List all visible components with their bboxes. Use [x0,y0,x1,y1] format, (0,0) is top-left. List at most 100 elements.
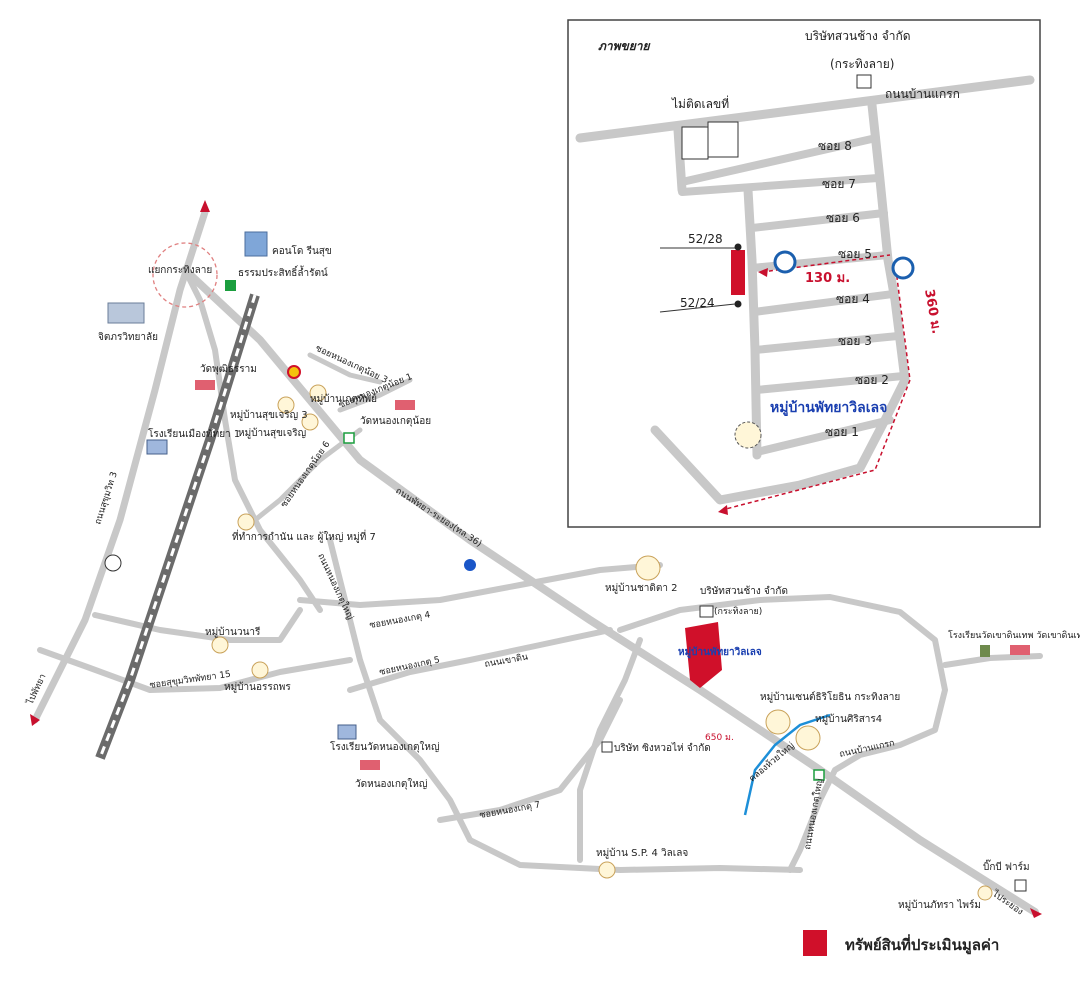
road-soi-nongket-noi-6 [252,427,363,523]
moo-siriyothin-icon [765,709,791,735]
inset-house-b: 52/24 [680,296,715,310]
inset-title: ภาพขยาย [598,39,651,53]
label-suan-chang: บริษัทสวนช้าง จำกัด [700,585,788,597]
moo-sp4-icon [598,861,616,879]
inset-soi-4-label: ซอย 4 [836,292,870,306]
label-moo-siriyothin: หมู่บ้านเซนต์ธิริโยธิน กระทิงลาย [760,690,900,703]
inset-turn-marker-1 [773,250,797,274]
moo-kethip-icon [309,384,327,402]
label-moo-aorathorn: หมู่บ้านอรรถพร [224,681,291,693]
inset-road-ban-krok [575,75,1035,143]
legend-property-label: ทรัพย์สินที่ประเมินมูลค่า [845,934,999,955]
wat-nongket-noi-icon [395,400,415,410]
road-pattaya-rayong [181,266,1039,916]
label-soi-nongket4: ซอยหนองเกตุ 4 [369,610,432,631]
temple-khao-din-icon [1010,645,1030,655]
seven-eleven-icon-2 [813,769,825,781]
road-sw-branch [182,267,323,613]
label-road-nongket-yai-2: ถนนหนองเกตุใหญ่ [802,777,825,850]
inset-distance-130: 130 ม. [805,271,850,286]
label-moo-pattaya-ville: หมู่บ้านพัทยาวิลเลจ [678,646,762,659]
inset-village-label: หมู่บ้านพัทยาวิลเลจ [770,400,887,416]
label-soi-nongket7: ซอยหนองเกตุ 7 [479,800,541,821]
arrow-north-marker [200,200,210,212]
moo-aorathorn-icon [251,661,269,679]
label-school-wat-khao: โรงเรียนวัดเขาดินเทพ วัดเขาดินเทพ [948,630,1080,641]
label-canal: คลองห้วยใหญ่ [747,740,797,784]
condo-icon [244,231,268,257]
moo-sirisap-icon [795,725,821,751]
big-c-farm-icon [1014,879,1027,892]
inset-soi-6-label: ซอย 6 [826,211,860,225]
road-nongket-yai [327,537,803,873]
label-moo-sirisap4: หมู่บ้านศิริสาร4 [815,713,882,725]
shell-station-icon [287,365,301,379]
arrow-southwest-marker [30,714,40,726]
seven-eleven-icon-1 [343,432,355,444]
road-soi-sukhumvit-15 [37,647,353,693]
label-moo-pattaya-farm: หมู่บ้านภัทรา ไพร์ม [898,899,981,911]
road-khao-din [577,637,643,863]
label-college: จิตภรวิทยาลัย [98,332,158,343]
school-pattaya1-icon [146,439,168,455]
label-company-singhaowai: บริษัท ซิงหวอไห่ จำกัด [614,742,711,754]
label-moo-sukcharoen: หมู่บ้านสุขเจริญ [238,427,306,439]
legend: ทรัพย์สินที่ประเมินมูลค่า [803,930,999,956]
legend-property-swatch [803,930,827,956]
arrow-southeast-marker [1030,908,1042,918]
label-road-ban-krok: ถนนบ้านแกรก [838,737,895,759]
inset-soi-5-label: ซอย 5 [838,247,872,261]
inset-company-icon [856,74,872,89]
inset-road-ban-krok-label: ถนนบ้านแกรก [885,87,960,101]
route-endpoint-markers [30,200,1042,918]
road-soi-nongket-4 [297,562,663,608]
moo-sukcharoen3-icon [277,396,295,414]
canal-huai-yai [743,713,831,816]
moo-sukcharoen-icon [301,413,319,431]
mazda-icon [104,554,122,572]
label-kamnan-office: ที่ทำการกำนัน และ ผู้ใหญ่ หมู่ที่ 7 [232,529,376,543]
moo-chadida-icon [635,555,661,581]
inset-enlarged-view: ภาพขยาย บริษัทสวนช้าง จำกัด (กระทิงลาย) … [567,19,1041,528]
main-road-network [31,208,1043,916]
singhaowai-icon [601,741,613,753]
college-icon [107,302,145,324]
kamnan-office-icon [237,513,255,531]
label-distance-650: 650 ม. [705,733,734,743]
road-ban-krok-loop [617,594,948,873]
road-sukhumvit-3 [31,208,209,724]
inset-house-a: 52/28 [688,232,723,246]
inset-village-icon [734,421,762,449]
inset-property-marker [731,250,745,295]
inset-house-b-dot [734,300,742,308]
inset-soi-2 [752,372,907,394]
inset-route-360 [721,261,911,511]
inset-house-a-dot [734,243,742,251]
label-moo-sukcharoen3: หมู่บ้านสุขเจริญ 3 [230,409,308,421]
label-sukhumvit3: ถนนสุขุมวิท 3 [92,470,119,526]
inset-soi-6a [748,209,888,232]
label-kaengkrating: แยกกระทิงลาย [148,265,212,276]
label-moo-chadida2: หมู่บ้านชาดิตา 2 [605,582,678,594]
railway-line [95,293,260,760]
label-condo: คอนโด รีนสุข [272,244,332,257]
inset-soi-7 [678,174,882,196]
label-kaengkrating-paren: (กระทิงลาย) [714,606,762,617]
inset-soi-1-label: ซอย 1 [825,425,859,439]
inset-plot-a [681,126,709,160]
label-dhamma: ธรรมประสิทธิ์ล้ำรัตน์ [238,265,328,279]
inset-company: บริษัทสวนช้าง จำกัด [805,29,911,43]
property-marker-main [685,622,722,688]
map-icons [104,231,1030,901]
road-east-temple [942,653,1043,668]
inset-soi-8-label: ซอย 8 [818,139,852,153]
inset-plot-b [707,121,739,158]
inset-road-main-east [867,100,910,385]
inset-frame [567,19,1041,528]
road-soi-nongket-7 [437,697,623,823]
inset-soi-2-label: ซอย 2 [855,373,889,387]
label-wat-nongket-noi: วัดหนองเกตุน้อย [360,415,431,427]
label-soi-nongket6: ซอยหนองเกตุน้อย 6 [278,439,332,510]
school-wat-nongket-yai-icon [337,724,357,740]
